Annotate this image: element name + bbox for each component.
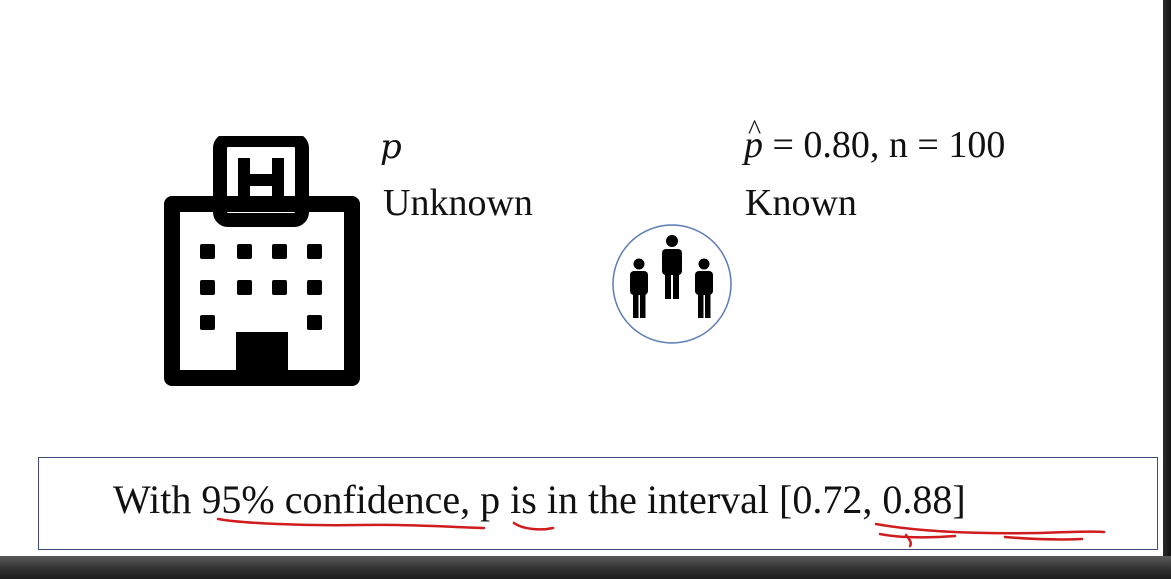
sample-estimate-label: p = 0.80, n = 100 <box>744 111 1006 166</box>
hospital-building-icon <box>164 136 360 386</box>
conclusion-box: With 95% confidence, p is in the interva… <box>38 457 1158 550</box>
slide: p Unknown p = 0.80, n = 100 Known With 9… <box>0 0 1163 556</box>
unknown-label: Unknown <box>383 182 533 224</box>
conclusion-sentence: With 95% confidence, p is in the interva… <box>113 476 966 524</box>
conclusion-part-with: With <box>113 477 202 522</box>
confidence-level: 95% confidence <box>201 477 461 522</box>
known-label: Known <box>745 182 857 224</box>
window-frame-bottom <box>0 556 1171 579</box>
population-parameter-symbol: p <box>380 127 402 167</box>
p-hat-symbol: p <box>744 111 763 165</box>
confidence-interval: [0.72, 0.88] <box>779 477 966 522</box>
conclusion-part-interval: is in the interval <box>500 477 779 522</box>
estimate-values: = 0.80, n = 100 <box>763 124 1006 166</box>
people-sample-icon <box>612 224 732 344</box>
parameter-p: p <box>480 477 501 522</box>
conclusion-comma: , <box>460 477 481 522</box>
window-frame-right <box>1163 0 1171 579</box>
